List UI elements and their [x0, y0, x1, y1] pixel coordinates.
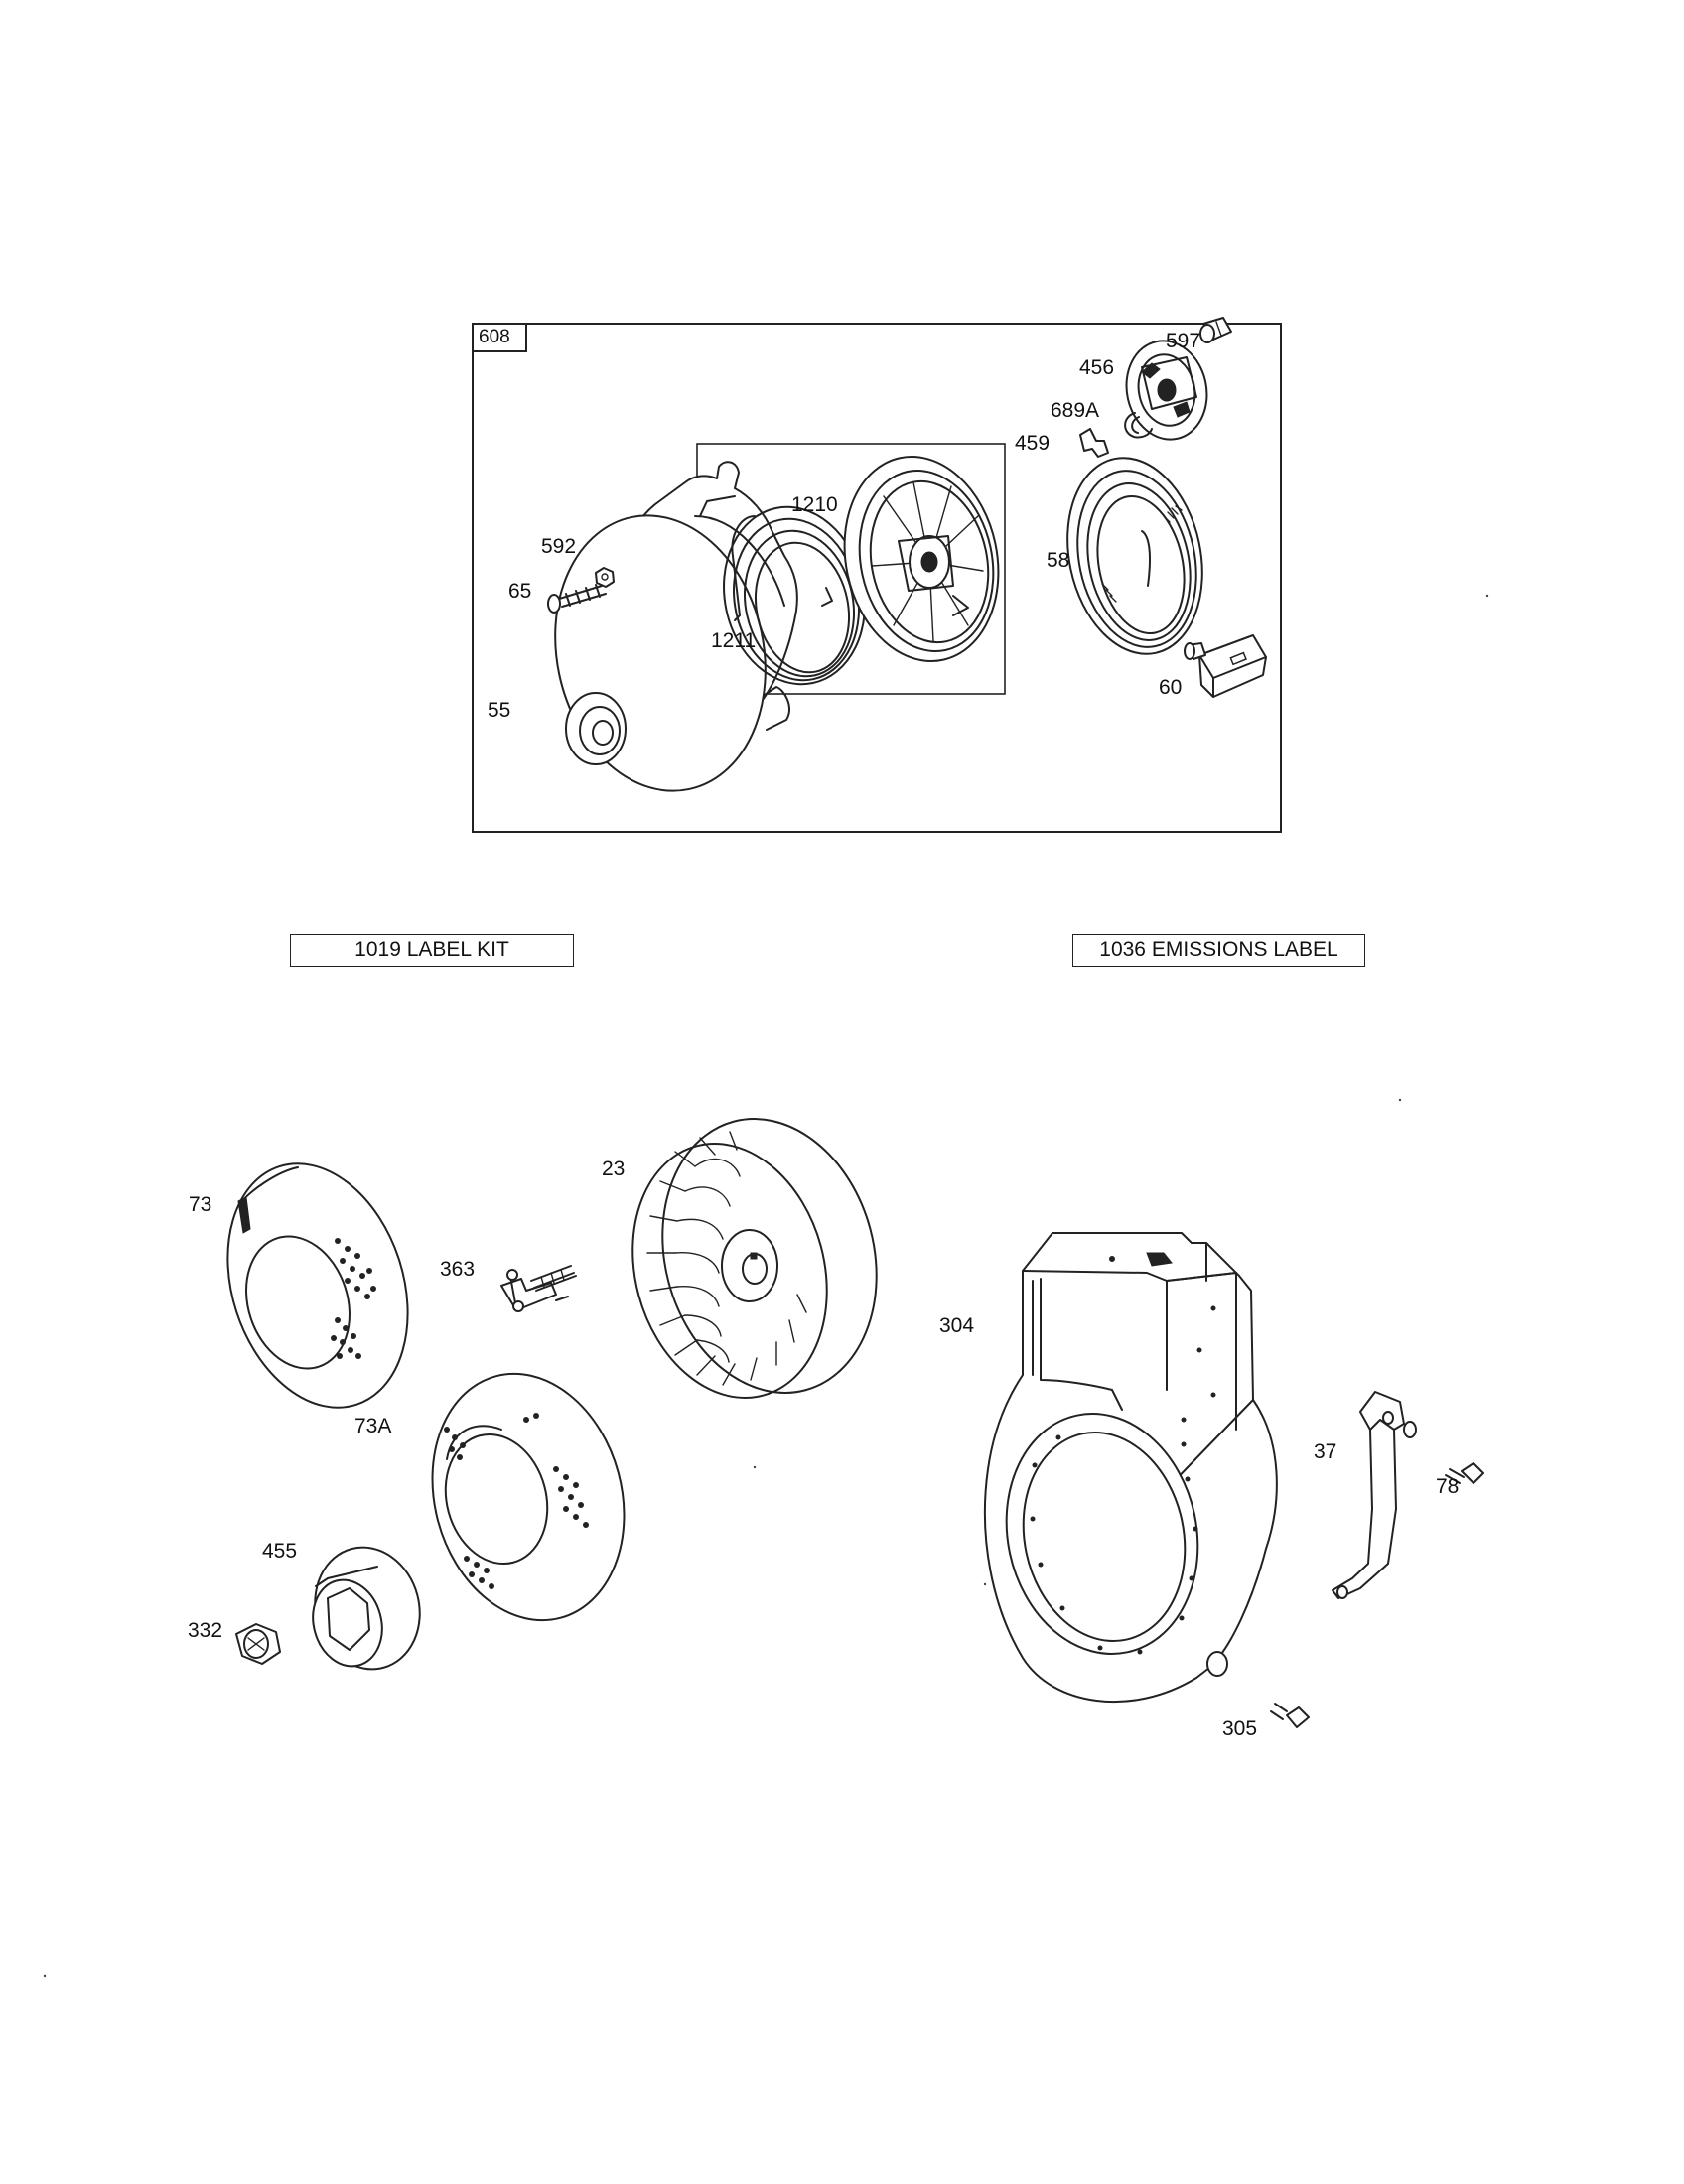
part-55-starter-housing-drawing [554, 461, 798, 792]
callout-304: 304 [939, 1314, 975, 1337]
part-73A-screen-drawing [431, 1372, 626, 1622]
part-459-pawl-drawing [1079, 428, 1109, 458]
part-304-blower-housing-drawing [983, 1232, 1278, 1704]
callout-1210: 1210 [791, 493, 838, 516]
assembly-608-number: 608 [479, 327, 510, 347]
part-689A-ring-drawing [1124, 412, 1153, 439]
callout-597: 597 [1166, 330, 1201, 352]
stray-mark [753, 1465, 757, 1469]
callout-73: 73 [189, 1193, 212, 1216]
part-332-nut-drawing [235, 1623, 281, 1665]
callout-60: 60 [1159, 676, 1183, 699]
stray-mark [983, 1582, 987, 1586]
part-592-nut-drawing [595, 567, 615, 588]
part-363-screws-drawing [500, 1265, 577, 1312]
assembly-608-tag [472, 323, 527, 352]
callout-55: 55 [488, 699, 511, 722]
callout-78: 78 [1436, 1475, 1460, 1498]
callout-1211: 1211 [711, 629, 757, 652]
part-455-retainer-drawing [312, 1546, 421, 1671]
callout-58: 58 [1047, 549, 1070, 572]
part-78-screw-drawing [1445, 1462, 1484, 1484]
callout-592: 592 [541, 535, 577, 558]
part-1210-pulley-drawing [843, 456, 1000, 662]
part-456-pawl-plate-drawing [1125, 340, 1208, 441]
part-305-screw-drawing [1270, 1703, 1310, 1728]
callout-23: 23 [602, 1158, 626, 1180]
callout-363: 363 [440, 1258, 476, 1281]
stray-mark [1485, 594, 1489, 598]
stray-mark [1398, 1098, 1402, 1102]
part-58-starter-rope-drawing [1066, 457, 1203, 655]
assembly-608-frame [472, 323, 1282, 833]
part-23-flywheel-drawing [632, 1118, 878, 1399]
part-65-screw-drawing [547, 584, 607, 614]
callout-37: 37 [1314, 1440, 1337, 1463]
callout-455: 455 [262, 1540, 298, 1563]
part-37-air-guide-drawing [1332, 1391, 1417, 1599]
callout-459: 459 [1015, 432, 1051, 455]
label-kit-box: 1019 LABEL KIT [290, 934, 574, 967]
callout-456: 456 [1079, 356, 1115, 379]
part-73-rotating-screen-drawing [226, 1162, 409, 1409]
part-597-retainer-screw-drawing [1199, 317, 1232, 343]
callout-305: 305 [1222, 1717, 1258, 1740]
callout-332: 332 [188, 1619, 223, 1642]
stray-mark [43, 1974, 47, 1978]
callout-73A: 73A [354, 1415, 392, 1437]
callout-689A: 689A [1051, 399, 1100, 422]
emissions-label-box: 1036 EMISSIONS LABEL [1072, 934, 1365, 967]
part-60-starter-handle-drawing [1184, 634, 1267, 698]
callout-65: 65 [508, 580, 532, 603]
